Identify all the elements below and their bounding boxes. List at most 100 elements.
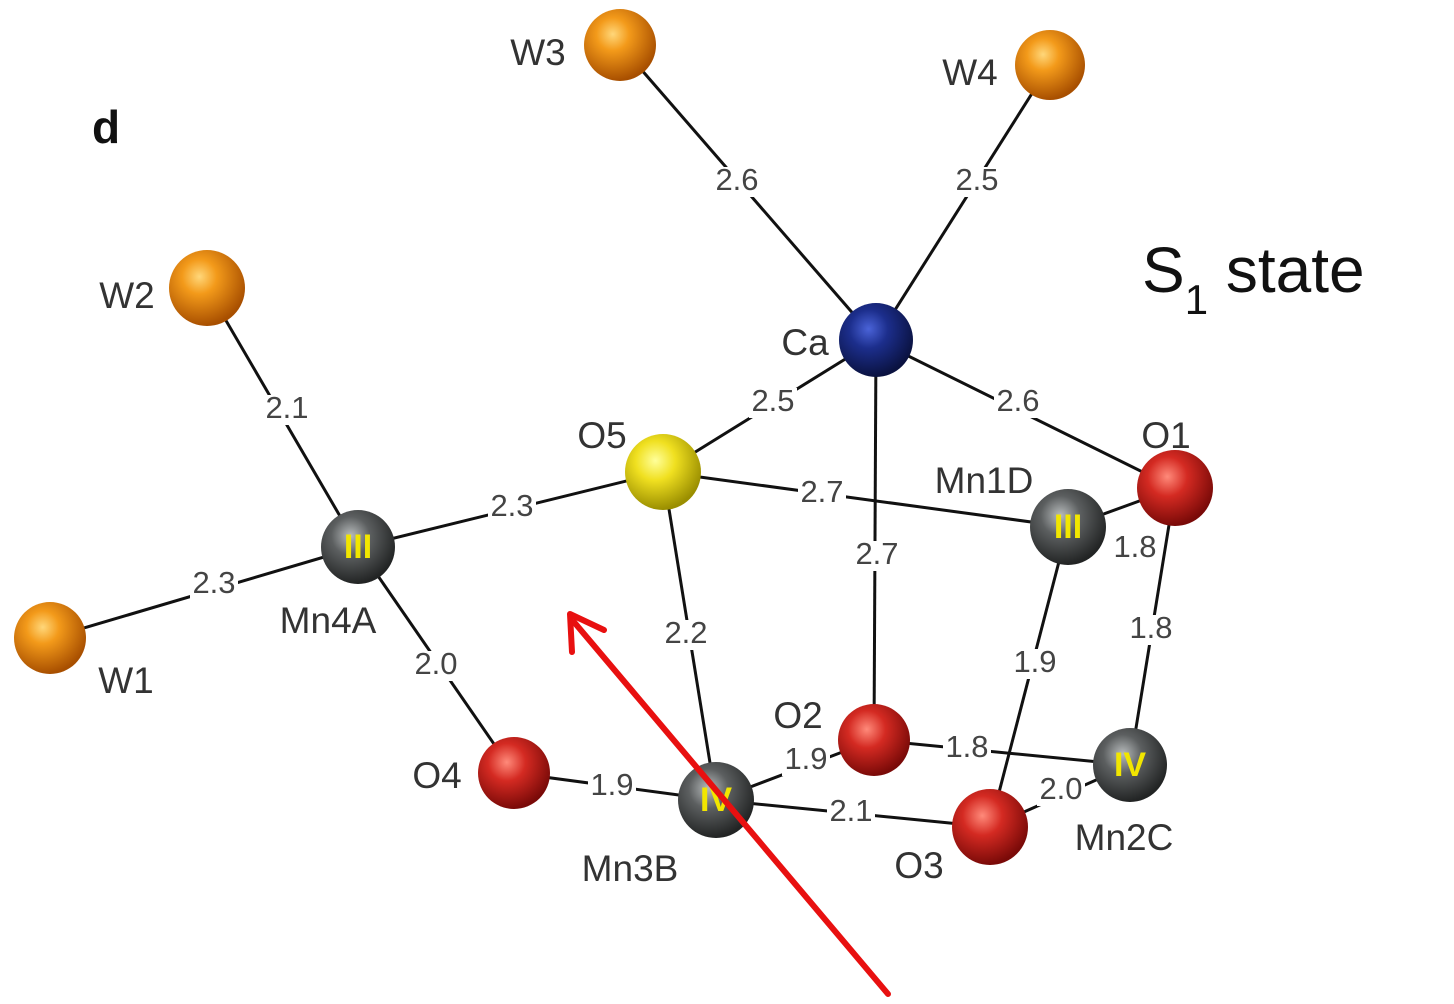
atoms-layer: III III IV IV — [14, 9, 1213, 865]
bond-label-background — [488, 493, 536, 523]
bond-length-label: 2.6 — [994, 383, 1042, 418]
bond-length-label: 2.1 — [827, 793, 875, 828]
bond-length-label: 2.3 — [190, 565, 238, 600]
state-main: S — [1142, 234, 1185, 306]
atom-label-O5: O5 — [577, 415, 626, 456]
bond-label-background — [263, 395, 311, 425]
bond-length-text: 2.0 — [414, 646, 457, 681]
bond-length-label: 2.6 — [713, 162, 761, 197]
bond-length-label: 1.9 — [588, 767, 636, 802]
state-label: S1 state — [1142, 234, 1365, 323]
bond-length-label: 1.8 — [943, 729, 991, 764]
bond-length-text: 2.5 — [751, 383, 794, 418]
bond-length-text: 2.1 — [829, 793, 872, 828]
bond-length-text: 2.6 — [715, 162, 758, 197]
bond-length-label: 2.3 — [488, 488, 536, 523]
bond-length-label: 1.8 — [1111, 529, 1159, 564]
atom-O5 — [625, 434, 701, 510]
bond-length-text: 2.7 — [855, 536, 898, 571]
bond-length-label: 2.7 — [853, 536, 901, 571]
atom-sphere-O — [1137, 450, 1213, 526]
panel-letter: d — [92, 101, 120, 153]
bond-length-text: 1.9 — [590, 767, 633, 802]
atom-W1 — [14, 602, 86, 674]
bond-length-label: 2.0 — [412, 646, 460, 681]
atom-label-Mn2C: Mn2C — [1075, 817, 1174, 858]
arrow-shaft — [571, 619, 891, 997]
bond-label-background — [1037, 776, 1085, 806]
atom-sphere-Mn — [321, 510, 395, 584]
atom-sphere-O — [952, 789, 1028, 865]
bond-length-text: 1.8 — [1113, 529, 1156, 564]
bond-W4-Ca — [874, 64, 1052, 341]
bond-label-background — [827, 798, 875, 828]
atom-label-Mn3B: Mn3B — [582, 848, 679, 889]
atom-label-Ca: Ca — [781, 322, 829, 363]
atom-O4 — [478, 737, 550, 809]
bond-label-background — [1011, 649, 1059, 679]
atom-O3 — [952, 789, 1028, 865]
atom-label-Mn1D: Mn1D — [935, 460, 1034, 501]
atom-label-W1: W1 — [98, 660, 154, 701]
bond-length-label: 2.0 — [1037, 771, 1085, 806]
atom-sphere-O — [478, 737, 550, 809]
atom-label-O3: O3 — [894, 845, 943, 886]
bond-label-background — [943, 734, 991, 764]
atom-W4 — [1015, 30, 1085, 100]
atom-W3 — [584, 9, 656, 81]
bond-length-label: 2.5 — [953, 162, 1001, 197]
bond-label-background — [953, 167, 1001, 197]
atom-label-W4: W4 — [942, 52, 998, 93]
red-annotation-arrow — [567, 611, 891, 997]
bond-length-text: 1.9 — [784, 741, 827, 776]
bond-length-label: 2.1 — [263, 390, 311, 425]
bond-length-text: 2.1 — [265, 390, 308, 425]
state-suffix: state — [1208, 234, 1365, 306]
bond-length-label: 2.5 — [749, 383, 797, 418]
atom-O2 — [838, 704, 910, 776]
oxidation-state-label: III — [1054, 508, 1082, 546]
bond-label-background — [588, 772, 636, 802]
bond-O5-Mn1D — [662, 470, 1069, 529]
bond-length-label: 1.9 — [782, 741, 830, 776]
atom-label-Mn4A: Mn4A — [280, 600, 377, 641]
bond-length-text: 2.6 — [996, 383, 1039, 418]
state-subscript: 1 — [1185, 276, 1208, 323]
atom-Mn2C: IV — [1093, 728, 1167, 802]
bond-label-background — [1111, 534, 1159, 564]
bond-label-background — [798, 479, 846, 509]
atom-sphere-Mn — [1093, 728, 1167, 802]
bond-length-label: 1.8 — [1127, 610, 1175, 645]
oxidation-state-label: IV — [1114, 746, 1146, 784]
atom-sphere-Mn — [678, 762, 754, 838]
bond-label-background — [782, 746, 830, 776]
atom-sphere-O — [838, 704, 910, 776]
bond-label-background — [662, 620, 710, 650]
bond-length-text: 1.8 — [1129, 610, 1172, 645]
atom-sphere-water — [14, 602, 86, 674]
bond-length-text: 2.0 — [1039, 771, 1082, 806]
atom-Mn3B: IV — [678, 762, 754, 838]
atom-label-O4: O4 — [412, 755, 461, 796]
arrow-head — [567, 611, 607, 655]
atom-sphere-water — [1015, 30, 1085, 100]
bond-O2-Mn2C — [873, 738, 1131, 767]
atom-label-W2: W2 — [99, 275, 155, 316]
atom-label-O2: O2 — [773, 695, 822, 736]
atom-O1 — [1137, 450, 1213, 526]
bond-label-background — [412, 651, 460, 681]
atom-sphere-water — [169, 250, 245, 326]
oxidation-state-label: III — [344, 528, 372, 566]
bond-length-label: 1.9 — [1011, 644, 1059, 679]
atom-Ca — [839, 303, 913, 377]
atom-sphere-O5 — [625, 434, 701, 510]
bond-label-background — [749, 388, 797, 418]
atom-sphere-Mn — [1030, 489, 1106, 565]
atom-W2 — [169, 250, 245, 326]
bond-length-text: 1.8 — [945, 729, 988, 764]
bond-length-text: 1.9 — [1013, 644, 1056, 679]
atom-sphere-Ca — [839, 303, 913, 377]
